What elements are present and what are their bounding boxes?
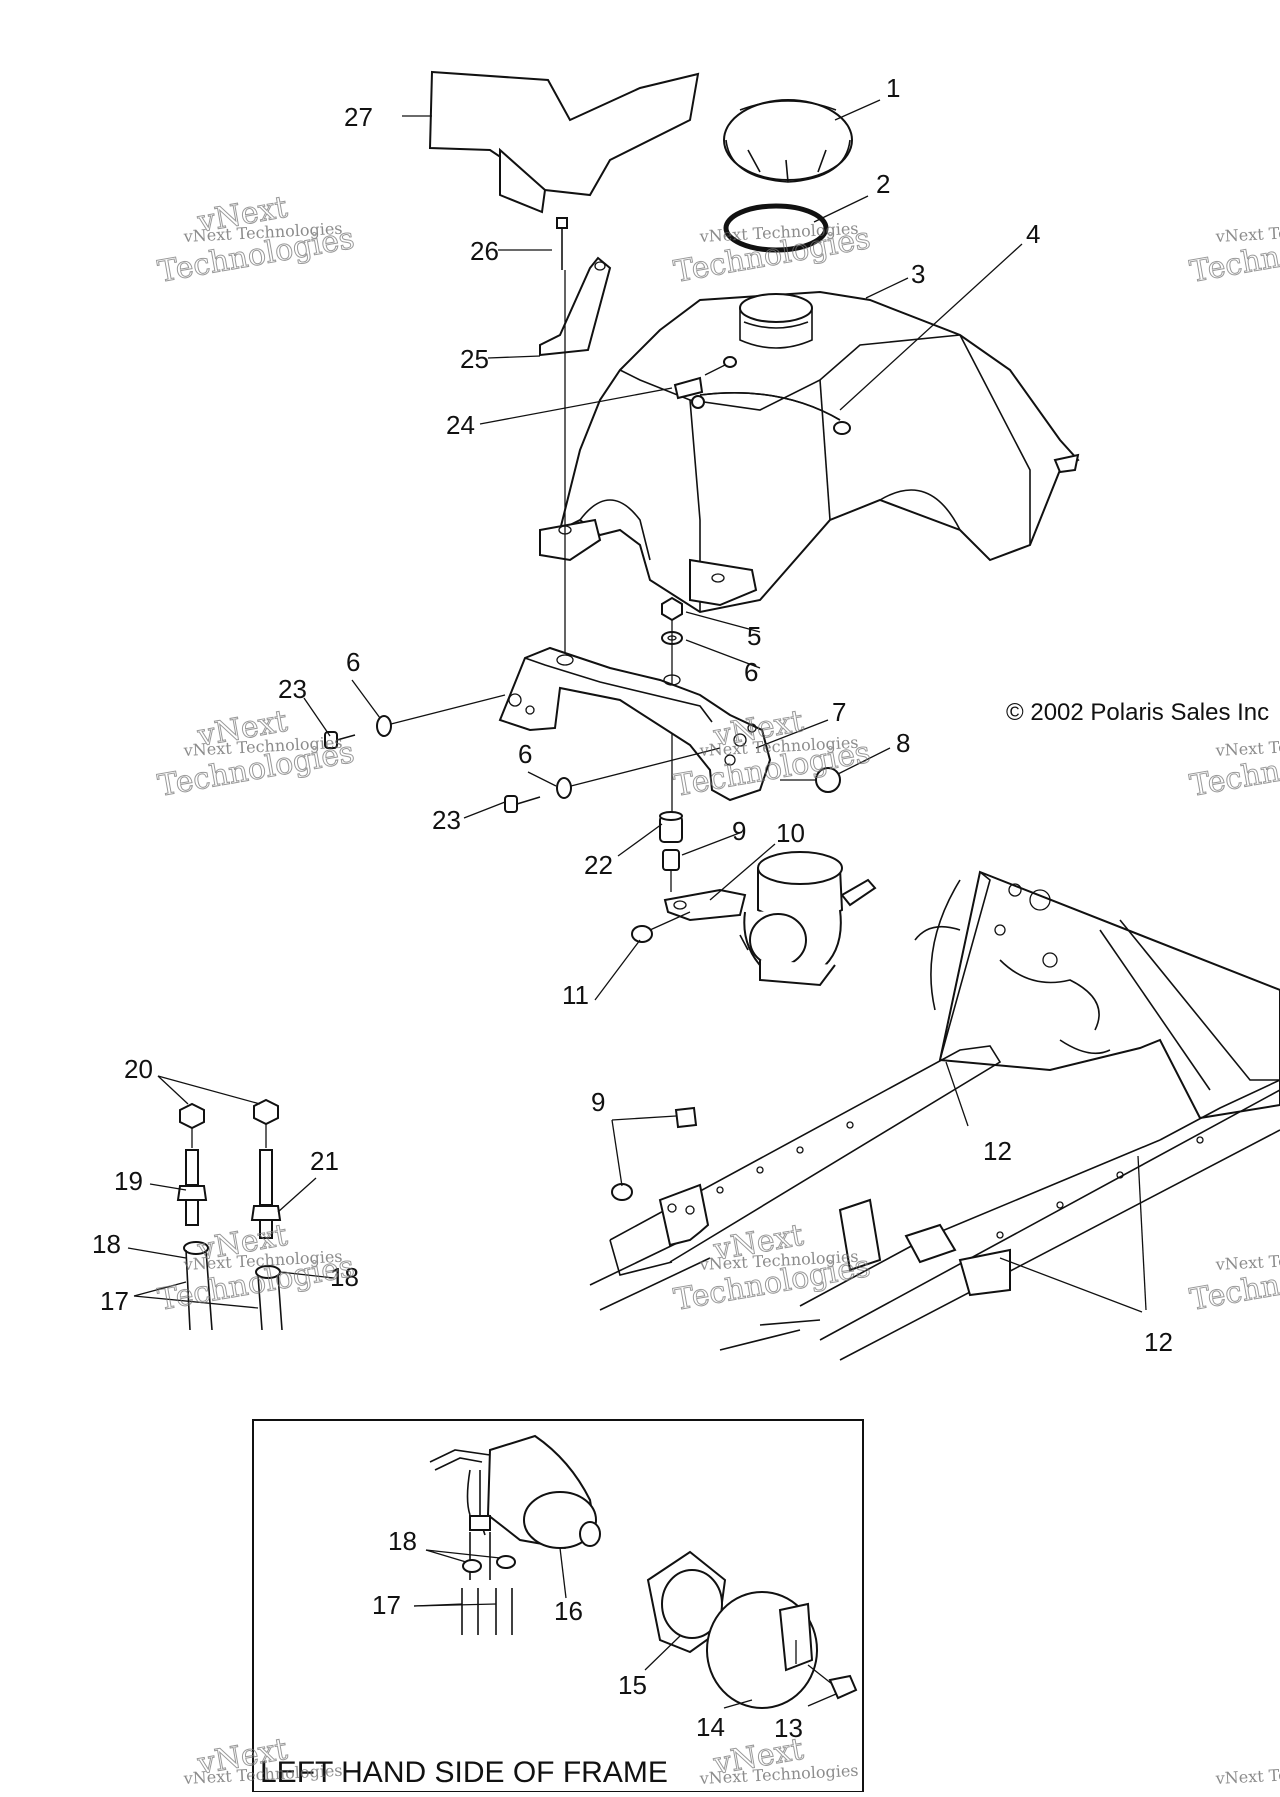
callout-21: 21 [310, 1146, 339, 1176]
inset-hoses [461, 1555, 516, 1635]
vehicle-frame-part [589, 870, 1280, 1361]
tank-mount-bracket-part [498, 646, 772, 802]
callout-5: 5 [747, 621, 761, 651]
callout-26: 26 [470, 236, 499, 266]
frame-bracket-9-part [611, 1106, 710, 1247]
callout-labels: 1 2 3 4 5 6 6 6 7 8 9 9 10 11 12 12 13 1… [92, 73, 1173, 1743]
callout-17-inset: 17 [372, 1590, 401, 1620]
callout-18-left: 18 [92, 1229, 121, 1259]
inset-title: LEFT HAND SIDE OF FRAME [260, 1756, 668, 1789]
callout-20: 20 [124, 1054, 153, 1084]
callout-4: 4 [1026, 219, 1040, 249]
fuel-valve-part [663, 851, 877, 987]
bolt-26-part [556, 217, 568, 665]
fuel-cap-part [723, 99, 853, 183]
vent-hose-part [699, 391, 851, 435]
watermark-line: vNext Technologies [1214, 1761, 1280, 1788]
bolt-23-upper-part [324, 694, 506, 749]
callout-12-upper: 12 [983, 1136, 1012, 1166]
callout-25: 25 [460, 344, 489, 374]
callout-6-upper: 6 [744, 657, 758, 687]
callout-6-lower: 6 [518, 739, 532, 769]
bolt-23-lower-part [504, 747, 721, 813]
knob-8-part [780, 767, 841, 793]
callout-16: 16 [554, 1596, 583, 1626]
screw-11-part [631, 911, 691, 943]
callout-1: 1 [886, 73, 900, 103]
callout-2: 2 [876, 169, 890, 199]
strap-bracket-part [539, 256, 612, 357]
o-ring-part [723, 203, 829, 253]
vent-fitting-part [673, 356, 737, 409]
callout-8: 8 [896, 728, 910, 758]
copyright-text: © 2002 Polaris Sales Inc [1006, 699, 1269, 726]
callout-27: 27 [344, 102, 373, 132]
callout-24: 24 [446, 410, 475, 440]
leader-lines [127, 99, 1147, 1709]
fuel-tank-part [539, 290, 1080, 614]
callout-11: 11 [562, 980, 589, 1010]
foam-pad-part [428, 70, 700, 214]
fuel-valve-assembly-inset [646, 1550, 858, 1709]
fuel-filter-part [429, 1434, 601, 1580]
callout-7: 7 [832, 697, 846, 727]
callout-18-inset: 18 [388, 1526, 417, 1556]
callout-17-left: 17 [100, 1286, 129, 1316]
callout-6-left: 6 [346, 647, 360, 677]
callout-18-right: 18 [330, 1262, 359, 1292]
fuel-line-assembly-left [176, 1098, 283, 1331]
callout-10: 10 [776, 818, 805, 848]
callout-14: 14 [696, 1712, 725, 1742]
callout-12-lower: 12 [1144, 1327, 1173, 1357]
callout-9-frame: 9 [591, 1087, 605, 1117]
callout-19: 19 [114, 1166, 143, 1196]
callout-23-upper: 23 [278, 674, 307, 704]
grommet-22-part [659, 811, 683, 892]
callout-22: 22 [584, 850, 613, 880]
callout-13: 13 [774, 1713, 803, 1743]
callout-15: 15 [618, 1670, 647, 1700]
callout-3: 3 [911, 259, 925, 289]
callout-23-lower: 23 [432, 805, 461, 835]
callout-9: 9 [732, 816, 746, 846]
